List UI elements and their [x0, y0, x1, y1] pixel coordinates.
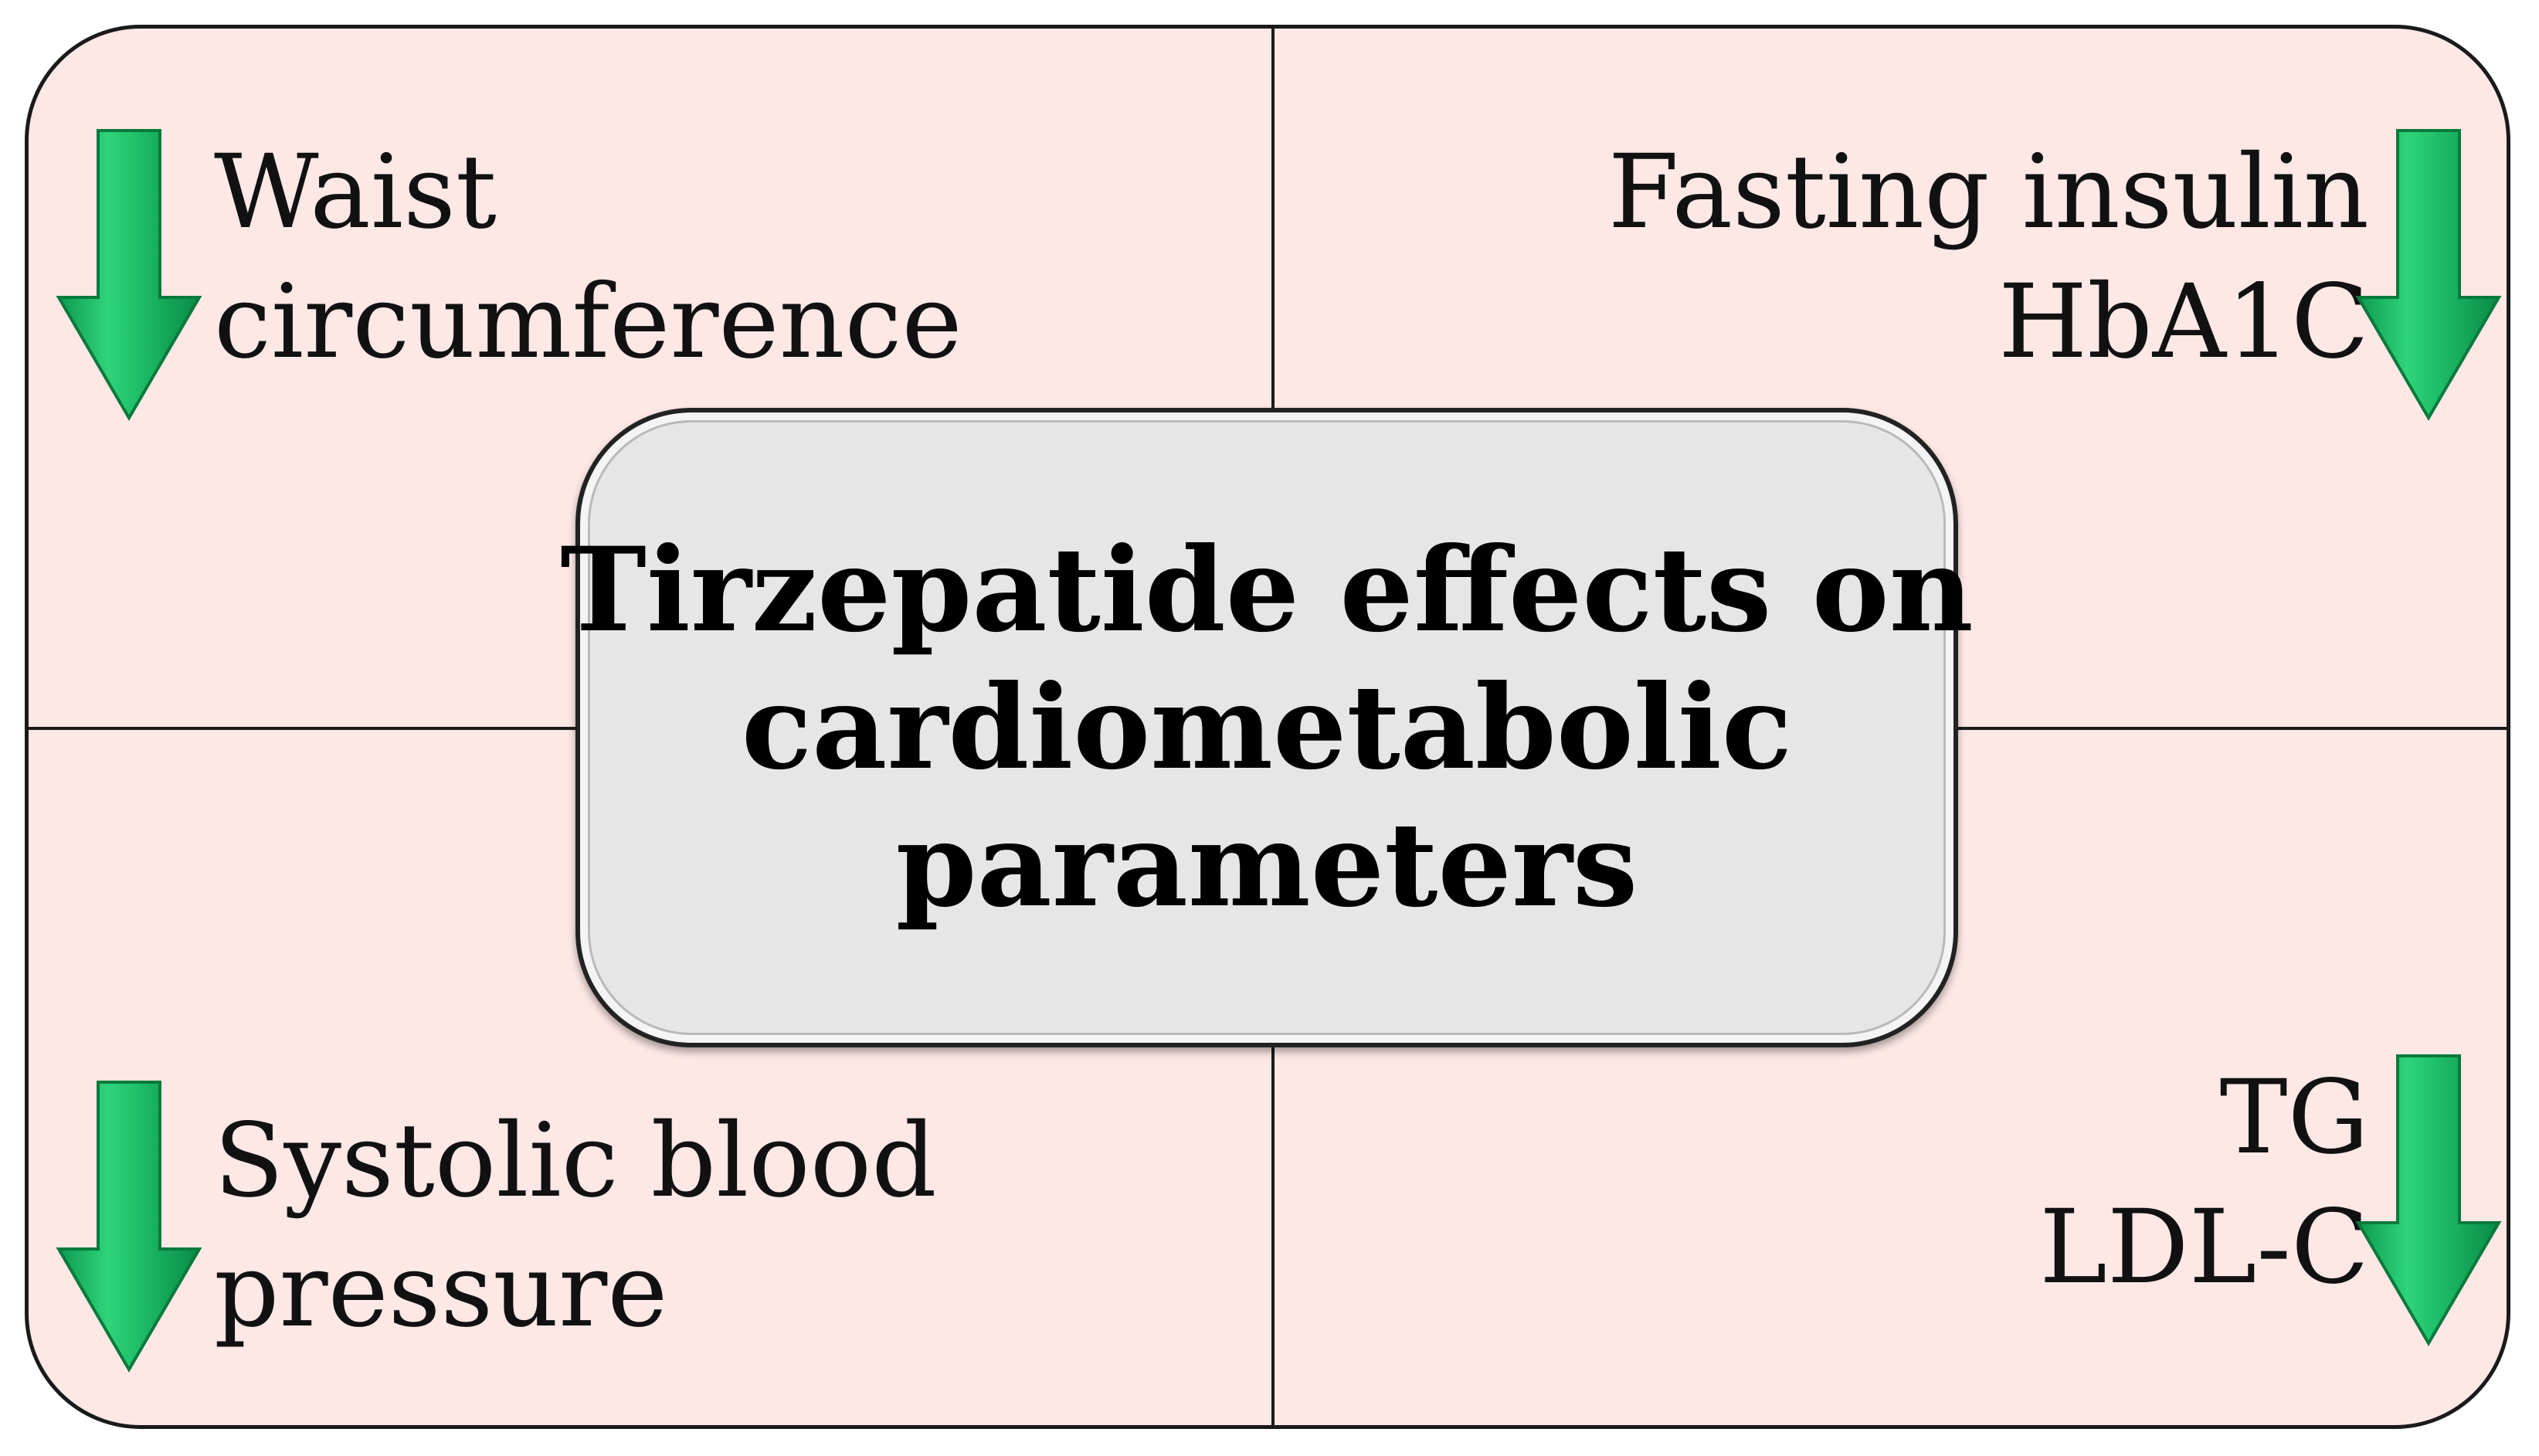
ldl-c-line: LDL-C [2039, 1188, 2369, 1307]
waist-line-2: circumference [214, 263, 962, 382]
diagram-frame: Waist circumference Fasting insulin HbA1… [25, 25, 2510, 1429]
arrow-down-icon [56, 1081, 202, 1373]
arrow-down-icon [2355, 129, 2502, 421]
hba1c-line: HbA1C [1998, 263, 2369, 382]
waist-line-1: Waist [214, 133, 497, 252]
fasting-insulin-line: Fasting insulin [1607, 133, 2369, 252]
tg-line: TG [2219, 1058, 2370, 1177]
waist-circumference-label: Waist circumference [214, 127, 962, 387]
systolic-blood-pressure-label: Systolic blood pressure [214, 1096, 937, 1356]
arrow-down-icon [2355, 1054, 2502, 1346]
center-title-line-3: parameters [895, 797, 1638, 933]
systolic-line-2: pressure [214, 1231, 668, 1350]
center-title: Tirzepatide effects on cardiometabolic p… [560, 521, 1974, 934]
center-title-line-2: cardiometabolic [741, 660, 1793, 796]
center-title-line-1: Tirzepatide effects on [560, 522, 1974, 658]
tg-ldl-label: TG LDL-C [2039, 1053, 2369, 1312]
fasting-insulin-hba1c-label: Fasting insulin HbA1C [1608, 127, 2369, 387]
arrow-down-icon [56, 129, 202, 421]
center-title-box: Tirzepatide effects on cardiometabolic p… [560, 408, 1974, 1047]
systolic-line-1: Systolic blood [214, 1101, 937, 1220]
